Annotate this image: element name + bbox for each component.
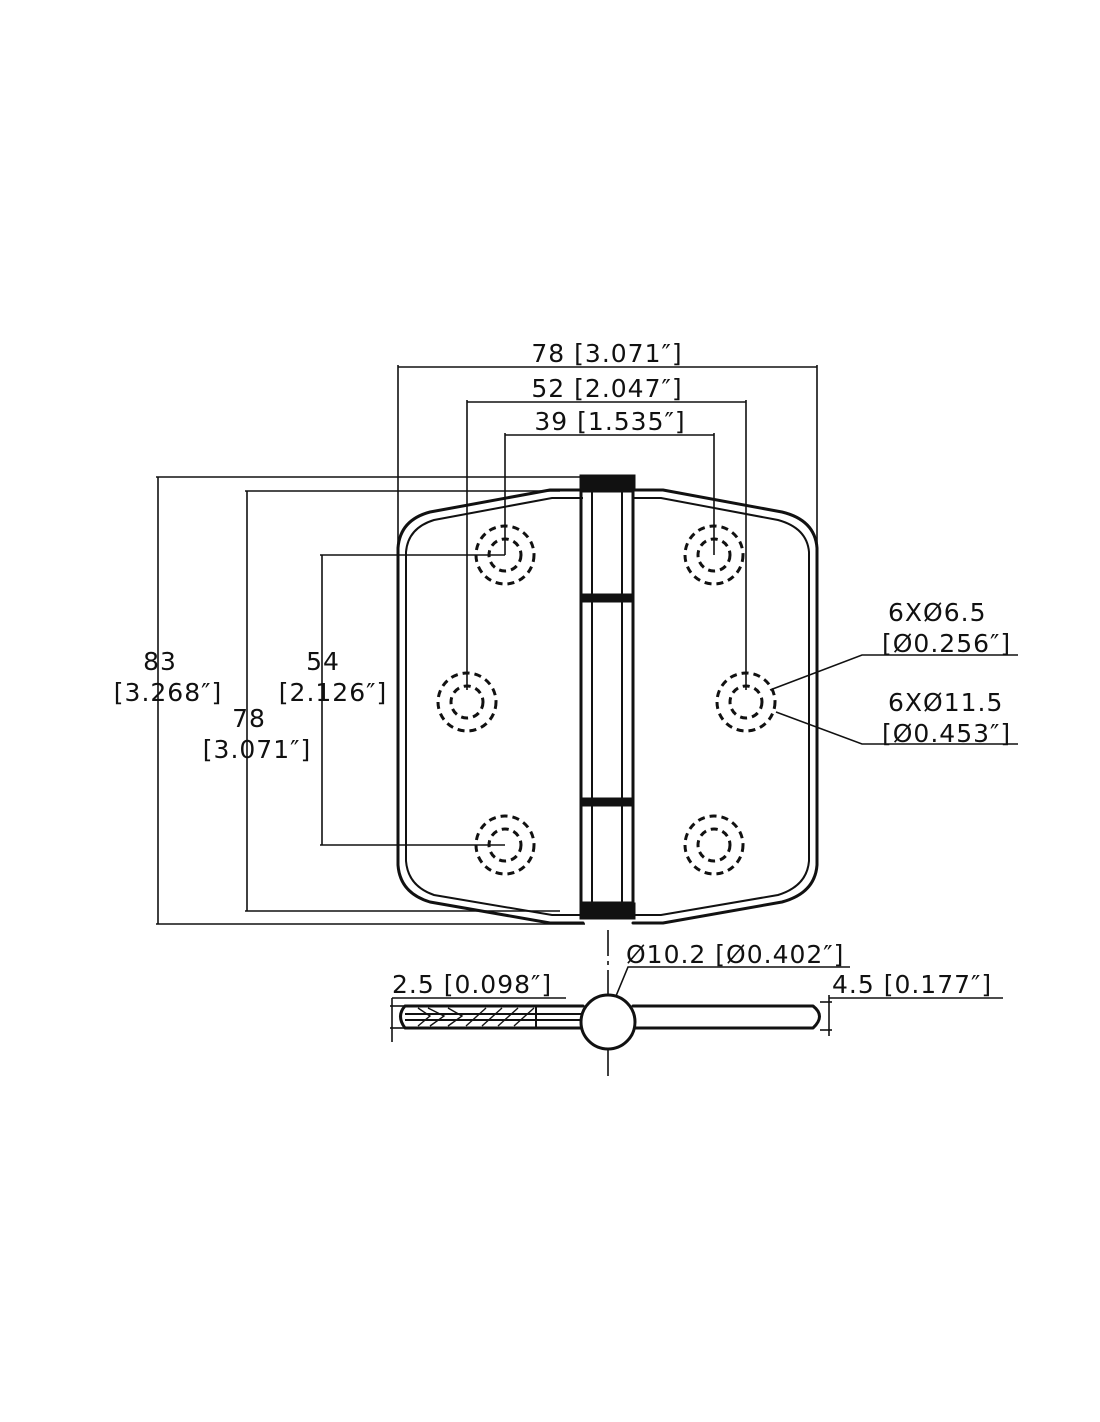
hinge-side-view: 2.5 [0.098″] 4.5 [0.177″] Ø10.2 [Ø0.402″… xyxy=(390,940,1003,1051)
left-leaf-outline xyxy=(396,488,585,925)
knuckle-segment-divider-upper xyxy=(579,593,635,603)
dim-overall-height-in: [3.268″] xyxy=(114,678,222,707)
callout-hole-diameter-mm: 6XØ6.5 xyxy=(888,598,986,627)
dim-overall-height-mm: 83 xyxy=(143,647,177,676)
vertical-dimensions: 83 [3.268″] 78 [3.071″] 54 [2.126″] xyxy=(114,476,585,925)
dim-outer-hole-spacing: 52 [2.047″] xyxy=(531,374,682,403)
section-hatching xyxy=(417,1006,537,1028)
dim-leaf-height-in: [3.071″] xyxy=(203,735,311,764)
hinge-front-view xyxy=(396,474,819,925)
side-knuckle-circle xyxy=(579,993,637,1051)
knuckle-bottom-cap xyxy=(579,902,636,920)
callout-countersink-diameter-in: [Ø0.453″] xyxy=(882,719,1011,748)
screw-hole xyxy=(683,814,745,876)
screw-holes xyxy=(436,524,777,876)
callout-countersink-diameter-mm: 6XØ11.5 xyxy=(888,688,1003,717)
dim-leaf-height-mm: 78 xyxy=(232,704,266,733)
side-right-leaf xyxy=(631,1004,821,1030)
dim-knuckle-thickness: 4.5 [0.177″] xyxy=(832,970,992,999)
knuckle-segment-divider-lower xyxy=(579,797,635,807)
dim-overall-width: 78 [3.071″] xyxy=(531,339,682,368)
horizontal-dimensions: 78 [3.071″] 52 [2.047″] 39 [1.535″] xyxy=(397,339,818,690)
right-leaf-inner-outline xyxy=(633,497,810,916)
right-leaf-outline xyxy=(631,488,819,925)
left-leaf-inner-outline xyxy=(405,497,583,916)
dim-vertical-hole-spacing-mm: 54 xyxy=(306,647,340,676)
knuckle-top-cap xyxy=(579,474,636,492)
hole-callouts: 6XØ6.5 [Ø0.256″] 6XØ11.5 [Ø0.453″] xyxy=(769,598,1018,748)
dim-knuckle-diameter: Ø10.2 [Ø0.402″] xyxy=(626,940,844,969)
callout-hole-diameter-in: [Ø0.256″] xyxy=(882,629,1011,658)
dim-inner-hole-spacing: 39 [1.535″] xyxy=(534,407,685,436)
dim-leaf-thickness: 2.5 [0.098″] xyxy=(392,970,552,999)
hinge-knuckle xyxy=(579,474,636,920)
knuckle-barrel xyxy=(579,489,635,905)
dim-vertical-hole-spacing-in: [2.126″] xyxy=(279,678,387,707)
